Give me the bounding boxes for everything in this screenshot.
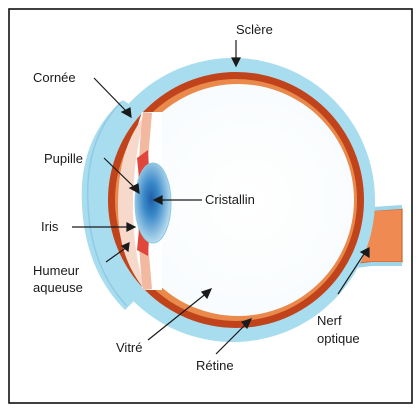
label-cornee: Cornée bbox=[33, 70, 76, 85]
label-pupille: Pupille bbox=[44, 151, 83, 166]
label-vitre: Vitré bbox=[116, 340, 143, 355]
label-retine: Rétine bbox=[196, 358, 234, 373]
label-cristallin: Cristallin bbox=[205, 192, 255, 207]
label-nerf-line2: optique bbox=[317, 331, 360, 346]
lens-shape bbox=[135, 163, 171, 243]
label-sclere: Sclère bbox=[236, 22, 273, 37]
label-nerf-line1: Nerf bbox=[317, 313, 342, 328]
label-humeur-line2: aqueuse bbox=[33, 280, 83, 295]
label-humeur-line1: Humeur bbox=[33, 263, 80, 278]
label-iris: Iris bbox=[41, 219, 59, 234]
